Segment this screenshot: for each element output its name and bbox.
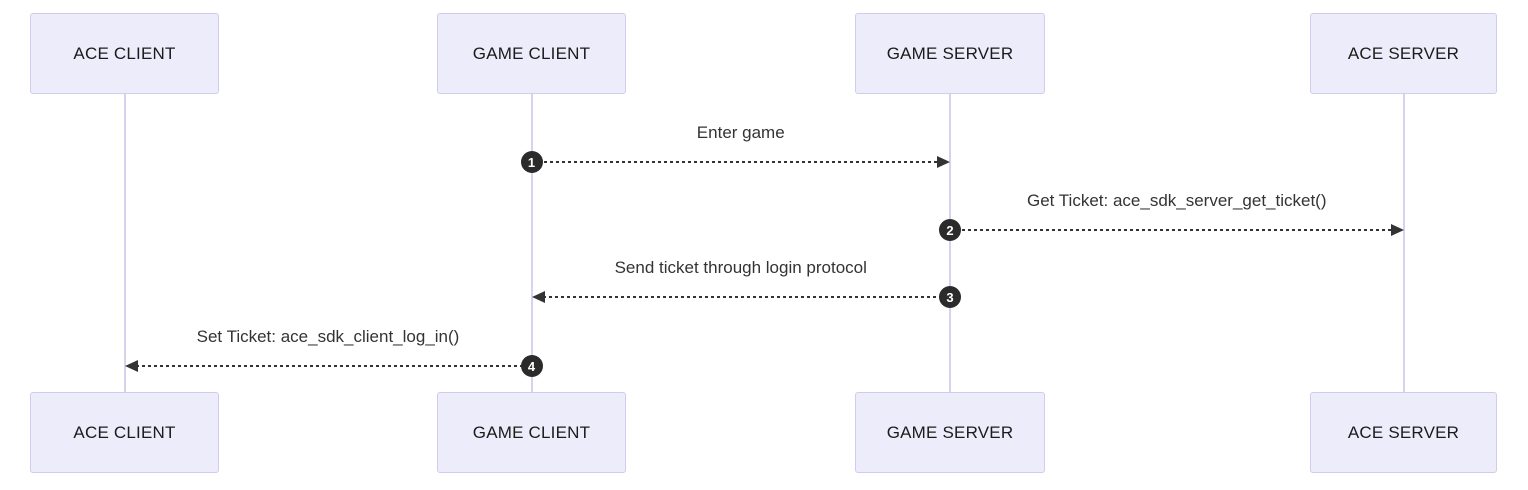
sequence-number-badge: 1	[520, 151, 543, 173]
message-label: Send ticket through login protocol	[614, 258, 867, 277]
actor-box-bottom-ace-client: ACE CLIENT	[30, 392, 219, 473]
actor-box-top-game-client: GAME CLIENT	[437, 13, 626, 94]
actor-box-bottom-game-client: GAME CLIENT	[437, 392, 626, 473]
arrowhead-icon	[1390, 224, 1404, 236]
message-line	[135, 365, 532, 367]
arrowhead-icon	[937, 156, 950, 168]
sequence-number-badge: 4	[520, 355, 543, 377]
actor-box-top-game-server: GAME SERVER	[855, 13, 1045, 94]
sequence-number-badge: 2	[939, 219, 961, 241]
arrowhead-icon	[124, 360, 138, 372]
message-line	[542, 296, 950, 298]
message-label: Get Ticket: ace_sdk_server_get_ticket()	[1026, 191, 1327, 210]
actor-box-top-ace-client: ACE CLIENT	[30, 13, 219, 94]
message-line	[950, 229, 1393, 231]
message-label: Enter game	[696, 123, 785, 142]
actor-box-bottom-ace-server: ACE SERVER	[1310, 392, 1497, 473]
actor-box-bottom-game-server: GAME SERVER	[855, 392, 1045, 473]
actor-box-top-ace-server: ACE SERVER	[1310, 13, 1497, 94]
message-label: Set Ticket: ace_sdk_client_log_in()	[196, 327, 460, 346]
lifeline-game-server	[949, 94, 951, 392]
lifeline-game-client	[530, 94, 533, 392]
lifeline-ace-server	[1402, 94, 1405, 392]
arrowhead-icon	[531, 291, 545, 303]
lifeline-ace-client	[123, 94, 126, 392]
message-line	[531, 161, 939, 163]
sequence-number-badge: 3	[939, 286, 961, 308]
